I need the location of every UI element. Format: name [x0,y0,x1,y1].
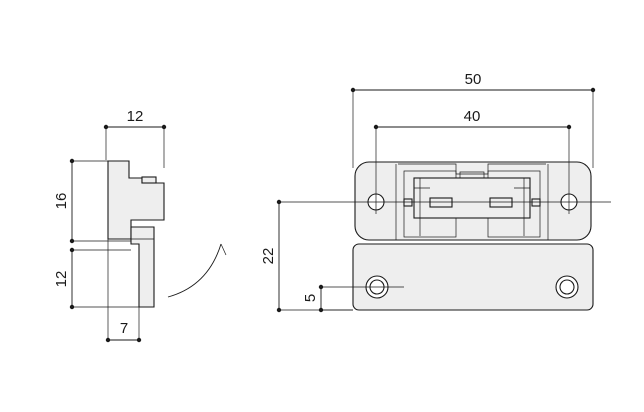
front-hole-spacing-label: 40 [464,108,481,125]
front-bottom-leaf [352,243,594,311]
dim-dot [136,337,142,343]
dim-dot [69,247,75,253]
dim-dot [350,87,356,93]
hinge-slot [489,197,513,208]
dim-dot [276,307,282,313]
dim-dot [161,124,167,130]
side-upper-leaf [107,160,165,240]
rotation-arc [167,243,222,298]
side-view: 12 16 12 7 [53,108,227,343]
dim-dot [105,337,111,343]
front-overall-width-label: 50 [465,71,482,88]
hinge-slot [429,197,453,208]
side-upper-height-label: 16 [53,193,70,210]
front-view: 50 40 22 5 [260,71,611,313]
dim-dot [318,307,324,313]
dim-dot [69,304,75,310]
side-top-tab [141,176,157,184]
side-lower-height-label: 12 [53,271,70,288]
dim-dot [590,87,596,93]
front-hole-offset-label: 5 [302,294,319,302]
side-offset-label: 7 [120,320,128,337]
dim-dot [69,158,75,164]
dim-dot [69,238,75,244]
bottom-leaf-hole-right-inner [559,279,575,295]
dim-dot [103,124,109,130]
dim-dot [566,124,572,130]
hinge-pin [403,198,413,207]
side-width-label: 12 [127,108,144,125]
dim-dot [318,284,324,290]
dim-dot [373,124,379,130]
hinge-pin [531,198,541,207]
front-height-label: 22 [260,248,277,265]
rotation-arc-tick [220,243,227,256]
hinge-knuckle [395,163,549,240]
